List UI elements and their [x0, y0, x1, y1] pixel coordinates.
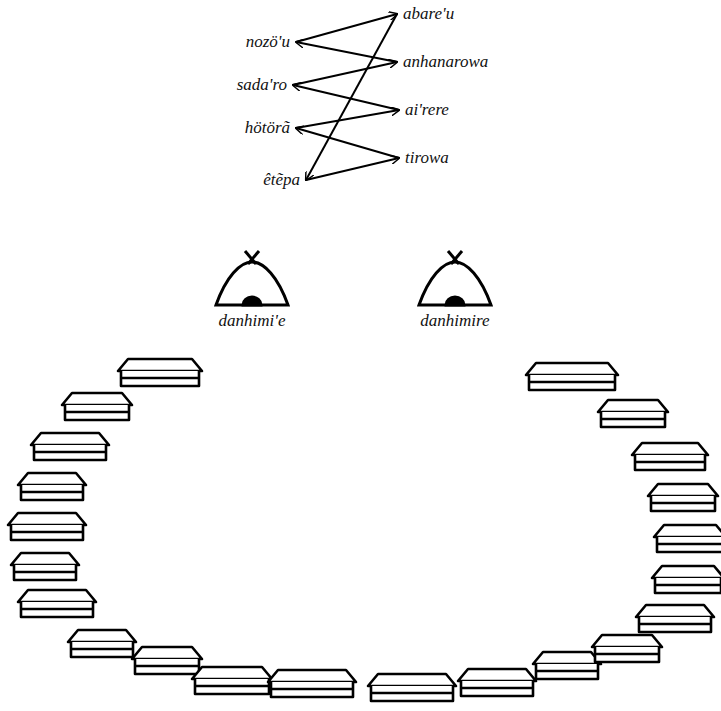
house-outline	[533, 652, 601, 679]
house-outline	[118, 359, 202, 386]
group-name-text: hötörã	[245, 119, 290, 138]
hut-symbol	[216, 251, 288, 305]
house-outline	[652, 566, 721, 593]
exchange-arrow	[293, 62, 397, 85]
kin-group-name: sada'ro	[234, 74, 290, 97]
house-outline	[132, 647, 202, 674]
kin-group-name: hötörã	[242, 117, 293, 140]
house-outline	[62, 393, 132, 420]
exchange-arrow	[306, 158, 399, 180]
kin-group-name: abare'u	[400, 3, 457, 26]
house-outline	[18, 473, 86, 500]
group-name-text: ai'rere	[405, 101, 449, 120]
exchange-arrow	[306, 14, 397, 180]
house-outline	[458, 669, 536, 696]
group-name-text: êtẽpa	[263, 171, 300, 190]
house-outline	[11, 553, 79, 580]
kin-group-name: tirowa	[402, 147, 452, 170]
house-outline	[31, 433, 109, 460]
group-name-text: abare'u	[403, 5, 454, 24]
house-outline	[648, 484, 718, 511]
house-ring	[8, 359, 721, 701]
group-name-text: nozö'u	[246, 33, 290, 52]
exchange-arrow	[296, 42, 397, 62]
exchange-arrow	[296, 14, 397, 42]
house-outline	[592, 635, 662, 662]
house-outline	[654, 525, 721, 552]
kin-group-name: nozö'u	[243, 31, 293, 54]
house-outline	[636, 605, 714, 632]
kin-group-name: ai'rere	[402, 99, 452, 122]
group-name-text: tirowa	[405, 149, 449, 168]
hut-symbol	[419, 251, 491, 305]
house-outline	[526, 363, 618, 390]
group-name-text: anhanarowa	[403, 53, 488, 72]
hut-label: danhimi'e	[219, 312, 286, 331]
kin-group-name: anhanarowa	[400, 51, 491, 74]
house-outline	[368, 674, 456, 701]
hut-label: danhimire	[420, 312, 489, 331]
kin-group-name: êtẽpa	[260, 169, 303, 192]
exchange-arrow	[296, 110, 399, 128]
group-name-text: sada'ro	[237, 76, 287, 95]
house-outline	[192, 667, 272, 694]
house-outline	[598, 400, 668, 427]
exchange-arrow	[296, 128, 399, 158]
house-outline	[68, 630, 136, 657]
house-outline	[8, 513, 86, 540]
house-outline	[268, 670, 356, 697]
house-outline	[632, 443, 708, 470]
house-outline	[18, 590, 96, 617]
